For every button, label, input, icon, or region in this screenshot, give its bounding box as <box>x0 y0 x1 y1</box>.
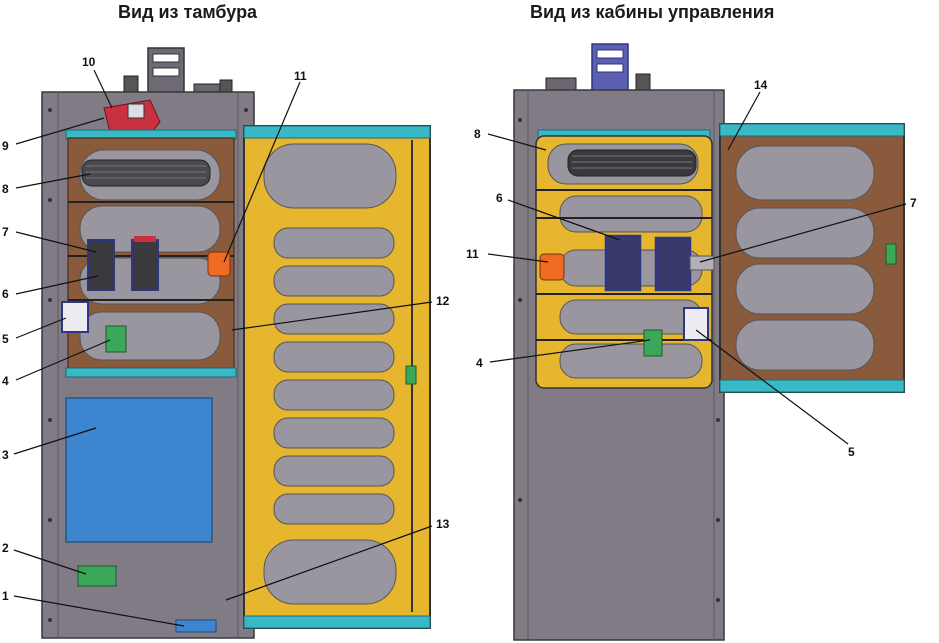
callout-numbers: 10 11 9 8 7 6 5 4 3 2 1 12 13 14 8 6 7 1… <box>2 55 917 603</box>
callout-right-7: 7 <box>910 196 917 210</box>
callout-left-9: 9 <box>2 139 9 153</box>
orange-component <box>207 251 231 277</box>
left-view-title: Вид из тамбура <box>118 2 258 22</box>
component-7-right <box>689 255 715 271</box>
callout-left-10: 10 <box>82 55 96 69</box>
callout-left-2: 2 <box>2 541 9 555</box>
heater-right <box>567 149 697 177</box>
right-door <box>719 123 905 393</box>
blue-panel <box>65 397 213 543</box>
green-module <box>77 565 117 587</box>
green-component <box>105 325 127 353</box>
orange-component-right <box>539 253 565 281</box>
component-6b <box>131 239 159 291</box>
right-view-title: Вид из кабины управления <box>530 2 775 22</box>
callout-right-5: 5 <box>848 445 855 459</box>
callout-left-12: 12 <box>436 294 450 308</box>
component-6b-right <box>654 236 692 292</box>
component-6a <box>87 239 115 291</box>
component-6a-right <box>604 234 642 292</box>
callout-right-14: 14 <box>754 78 768 92</box>
left-door <box>243 125 431 629</box>
switch-5-right <box>683 307 709 341</box>
leader-lines <box>13 69 907 627</box>
right-cabinet <box>513 43 725 641</box>
heater <box>81 159 211 187</box>
callout-left-7: 7 <box>2 225 9 239</box>
bottom-connector <box>175 619 217 633</box>
callout-left-6: 6 <box>2 287 9 301</box>
callout-left-13: 13 <box>436 517 450 531</box>
callout-left-8: 8 <box>2 182 9 196</box>
switch-5 <box>61 301 89 333</box>
callout-left-3: 3 <box>2 448 9 462</box>
callout-left-11: 11 <box>294 69 307 83</box>
callout-left-4: 4 <box>2 374 9 388</box>
callout-right-6: 6 <box>496 191 503 205</box>
callout-left-5: 5 <box>2 332 9 346</box>
callout-right-8: 8 <box>474 127 481 141</box>
left-cabinet <box>41 47 255 639</box>
green-component-right <box>643 329 663 357</box>
callout-left-1: 1 <box>2 589 9 603</box>
callout-right-4: 4 <box>476 356 483 370</box>
callout-right-11: 11 <box>466 247 479 261</box>
